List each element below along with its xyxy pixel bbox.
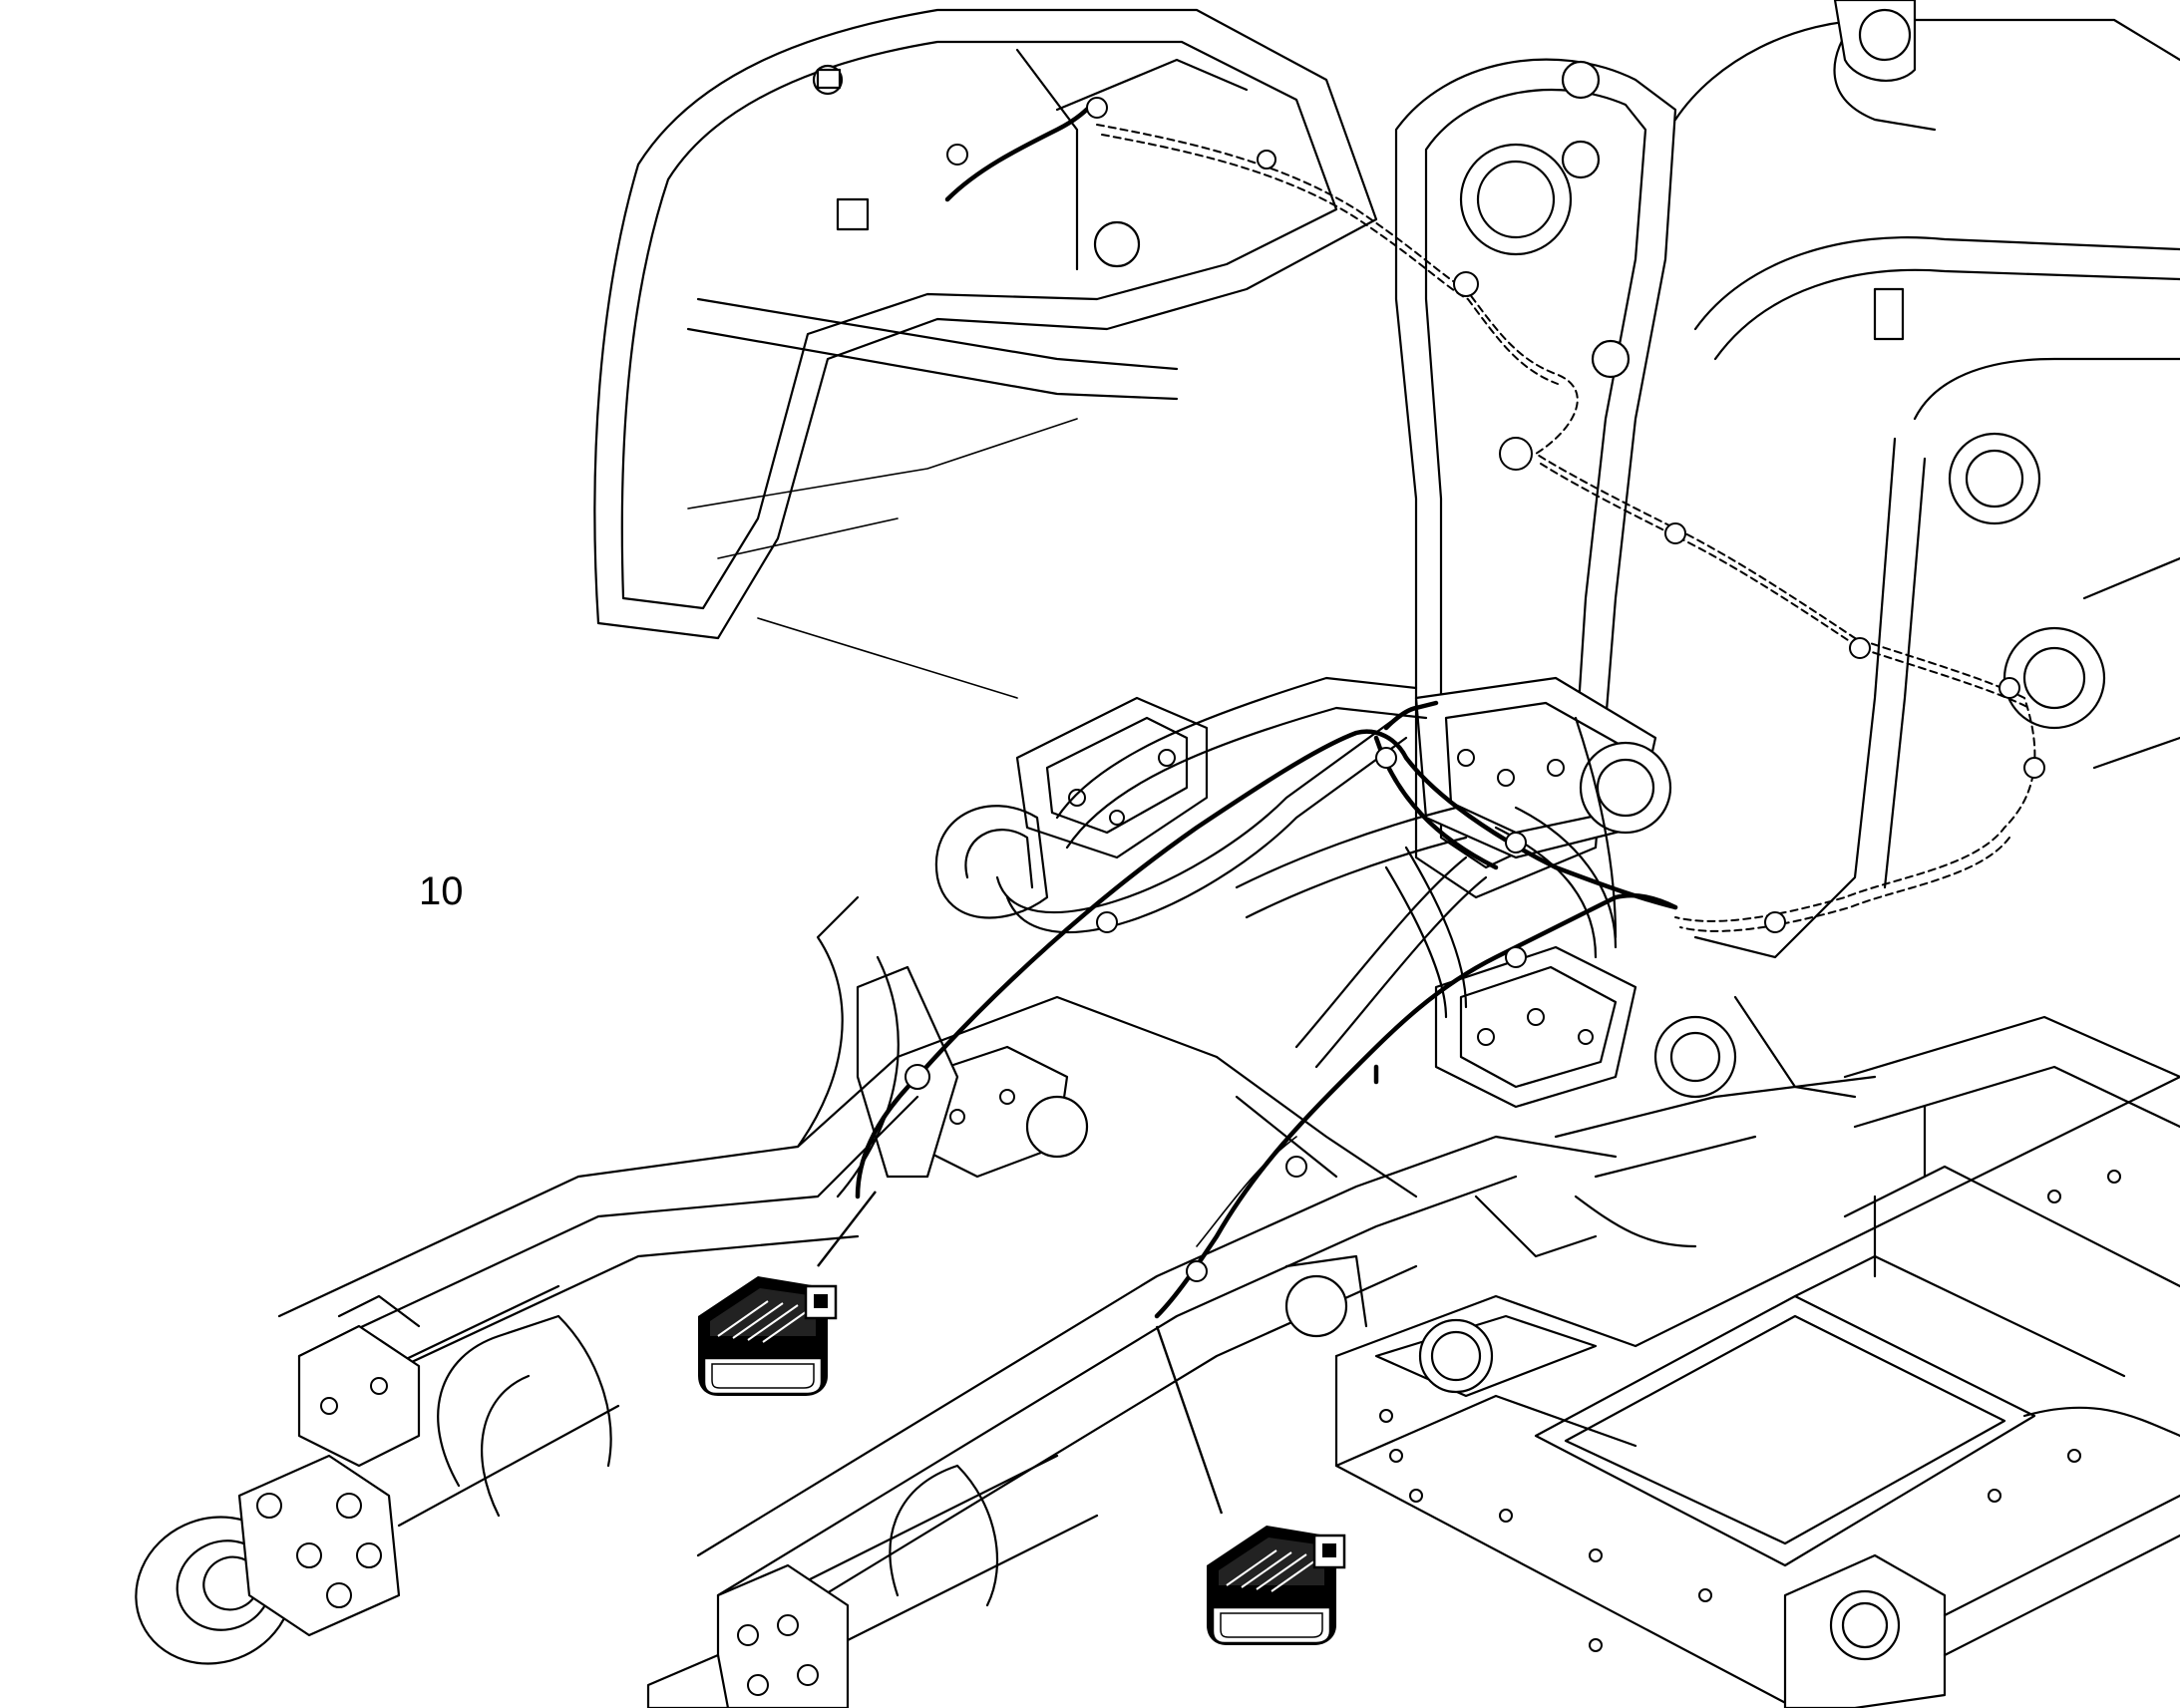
right-towers — [1394, 0, 2180, 959]
wiring-harness — [855, 700, 1678, 1319]
valve-assemblies — [856, 676, 1737, 1179]
left-cylinder — [135, 1284, 620, 1665]
boom-arms — [277, 895, 1877, 1637]
leader-lines — [817, 1191, 1224, 1515]
upper-frame — [593, 8, 1378, 699]
callout-label-10: 10 — [419, 869, 464, 913]
work-light-icon — [698, 1276, 838, 1396]
lower-chassis — [1334, 1015, 2180, 1708]
work-light-icon — [1207, 1526, 1346, 1645]
dashed-cable-route — [836, 97, 2045, 933]
right-cylinder — [646, 1454, 1099, 1708]
